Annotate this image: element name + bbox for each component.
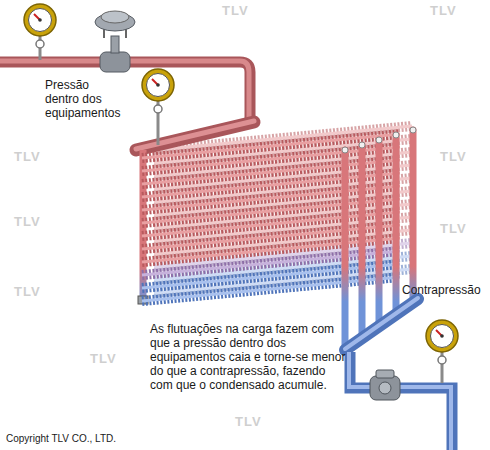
- watermark: TLV: [90, 352, 130, 366]
- watermark: TLV: [440, 222, 480, 236]
- copyright-text: Copyright TLV CO., LTD.: [6, 433, 206, 445]
- watermark: TLV: [14, 215, 54, 229]
- backpressure-label: Contrapressão: [402, 283, 488, 297]
- watermark: TLV: [235, 415, 275, 429]
- pressure-label: Pressão dentro dos equipamentos: [45, 78, 121, 120]
- watermark: TLV: [440, 150, 480, 164]
- watermark: TLV: [14, 285, 54, 299]
- watermark: TLV: [14, 150, 54, 164]
- note-text: As flutuações na carga fazem com que a p…: [150, 322, 350, 392]
- watermark: TLV: [222, 4, 262, 18]
- watermark: TLV: [430, 4, 470, 18]
